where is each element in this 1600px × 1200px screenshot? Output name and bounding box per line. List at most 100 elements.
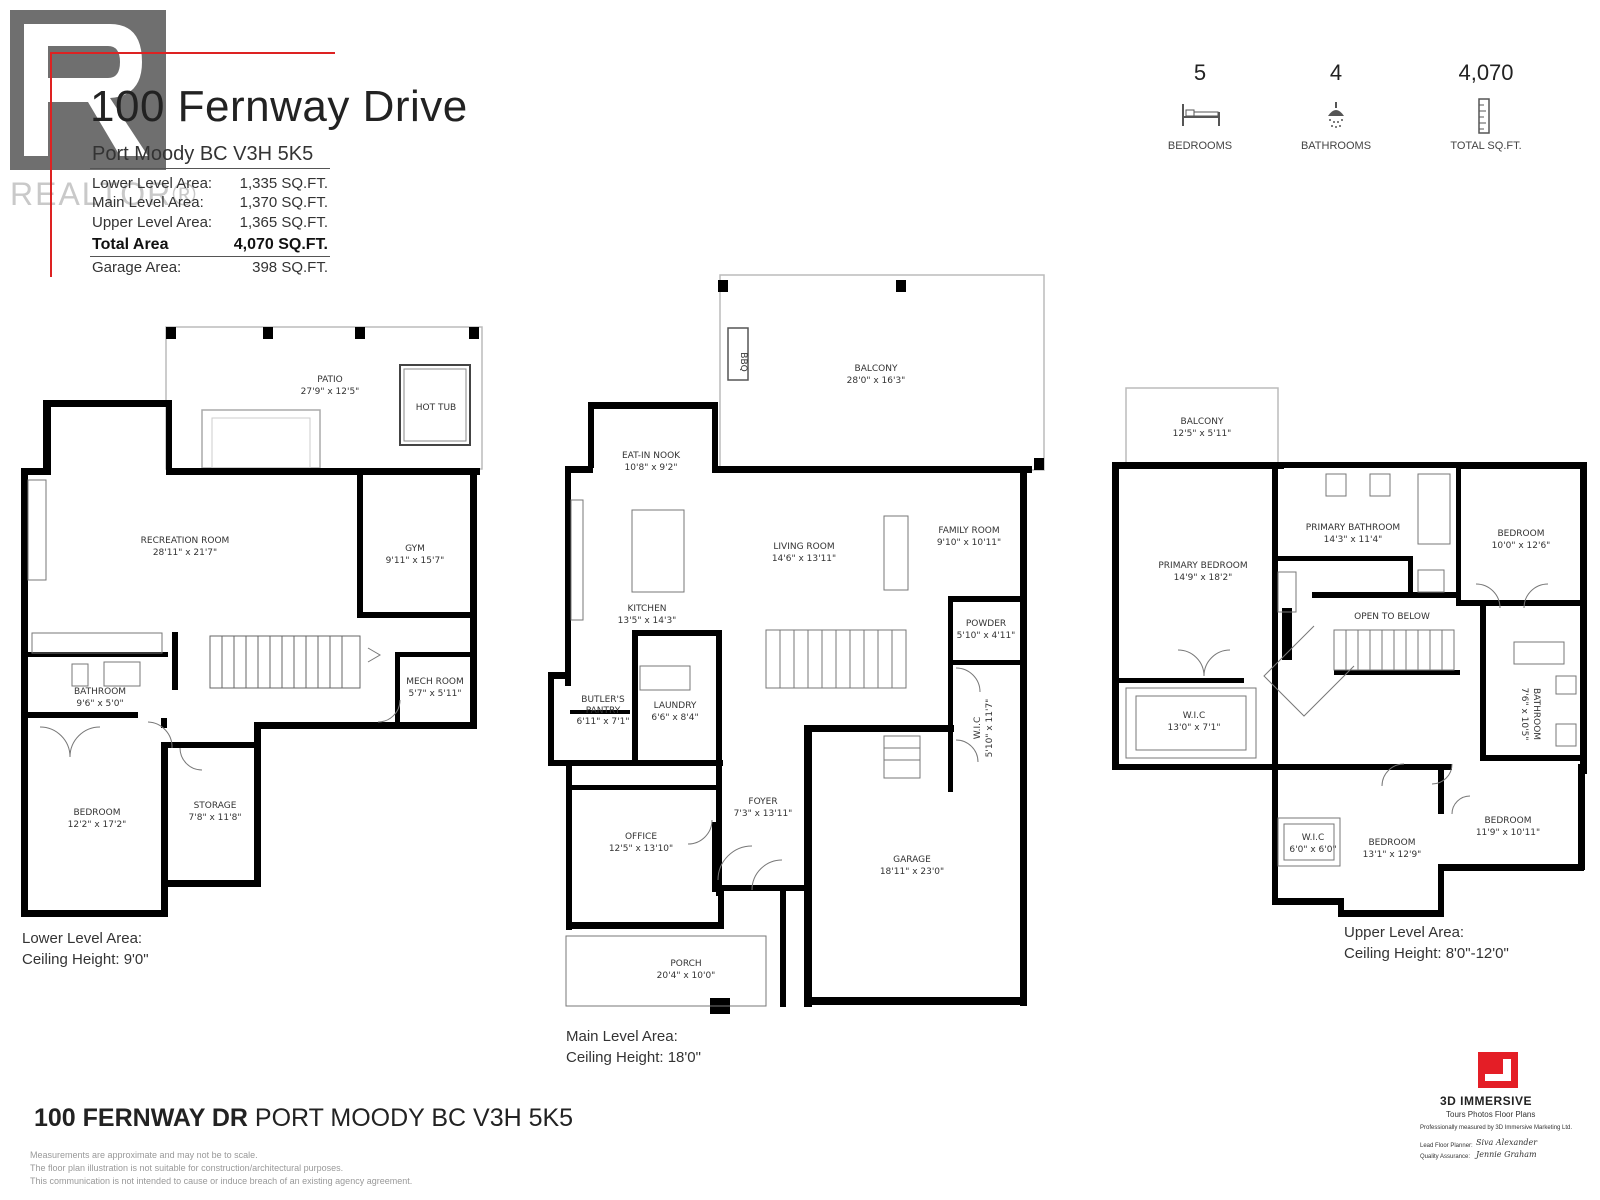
- laundry-dims: 6'6" x 8'4": [651, 713, 698, 723]
- area-value: 1,335 SQ.FT.: [239, 175, 328, 192]
- family-room-dims: 9'10" x 10'11": [937, 538, 1001, 548]
- lower-bathroom-label: BATHROOM: [74, 687, 126, 697]
- powder-label: POWDER: [966, 619, 1006, 629]
- subtitle-divider: [90, 168, 330, 169]
- page-title: 100 Fernway Drive: [90, 82, 468, 131]
- open-to-below-label: OPEN TO BELOW: [1354, 612, 1430, 622]
- powder-dims: 5'10" x 4'11": [957, 631, 1016, 641]
- kitchen-label: KITCHEN: [628, 604, 667, 614]
- area-value: 4,070 SQ.FT.: [233, 236, 328, 253]
- living-room-label: LIVING ROOM: [773, 542, 834, 552]
- primary-bedroom-label: PRIMARY BEDROOM: [1158, 561, 1247, 571]
- bedrooms-count: 5: [1193, 60, 1207, 85]
- butlers-pantry-label-2: PANTRY: [586, 706, 621, 716]
- brand-tagline: Tours Photos Floor Plans: [1446, 1110, 1536, 1119]
- upper-bedroom-2-label: BEDROOM: [1485, 816, 1532, 826]
- area-label: Main Level Area:: [92, 194, 204, 211]
- main-level-plan: BALCONY 28'0" x 16'3" BBQ EAT-IN NOOK 10…: [548, 274, 1045, 1014]
- lower-level-plan: PATIO 27'9" x 12'5" HOT TUB RECREATION R…: [21, 326, 483, 917]
- disclaimer-line: The floor plan illustration is not suita…: [30, 1163, 344, 1173]
- upper-bedroom-1-label: BEDROOM: [1498, 529, 1545, 539]
- footer-address: 100 FERNWAY DR PORT MOODY BC V3H 5K5: [34, 1104, 573, 1133]
- upper-balcony-label: BALCONY: [1181, 417, 1224, 427]
- upper-balcony-dims: 12'5" x 5'11": [1173, 429, 1232, 439]
- upper-level-plan: BALCONY 12'5" x 5'11" PRIMARY BATHROOM 1…: [1112, 387, 1587, 917]
- lower-level-note: Lower Level Area: Ceiling Height: 9'0": [22, 928, 149, 970]
- upper-wic-1-label: W.I.C: [1183, 711, 1206, 721]
- upper-bedroom-1-dims: 10'0" x 12'6": [1492, 541, 1551, 551]
- living-room-dims: 14'6" x 13'11": [772, 554, 836, 564]
- bathrooms-count: 4: [1329, 60, 1343, 85]
- accent-line-vertical: [50, 52, 52, 277]
- accent-line-horizontal: [50, 52, 335, 54]
- qa-label: Quality Assurance:: [1420, 1154, 1471, 1160]
- ruler-icon: [1478, 98, 1490, 134]
- patio-outline: [165, 326, 483, 470]
- brand-name: 3D IMMERSIVE: [1440, 1094, 1533, 1108]
- total-divider: [90, 256, 330, 257]
- main-wic-dims: 5'10" x 11'7": [985, 699, 995, 758]
- hot-tub: [399, 364, 471, 446]
- bathrooms-label: BATHROOMS: [1300, 140, 1372, 152]
- garage-dims: 18'11" x 23'0": [880, 867, 944, 877]
- laundry-label: LAUNDRY: [654, 701, 697, 711]
- lower-bedroom-dims: 12'2" x 17'2": [68, 820, 127, 830]
- lower-bedroom-label: BEDROOM: [74, 808, 121, 818]
- bed-icon: [1182, 104, 1220, 126]
- page-subtitle: Port Moody BC V3H 5K5: [92, 143, 314, 165]
- area-label: Total Area: [92, 236, 169, 253]
- upper-bedroom-3-dims: 13'1" x 12'9": [1363, 850, 1422, 860]
- storage-label: STORAGE: [194, 801, 237, 811]
- recreation-room-label: RECREATION ROOM: [141, 536, 230, 546]
- upper-wic-1-dims: 13'0" x 7'1": [1168, 723, 1221, 733]
- area-label: Upper Level Area:: [92, 214, 213, 231]
- area-value: 398 SQ.FT.: [252, 259, 328, 276]
- foyer-label: FOYER: [748, 797, 777, 807]
- area-row-upper: Upper Level Area: 1,365 SQ.FT.: [92, 214, 328, 231]
- disclaimer-line: This communication is not intended to ca…: [30, 1176, 413, 1186]
- area-value: 1,365 SQ.FT.: [239, 214, 328, 231]
- butlers-pantry-dims: 6'11" x 7'1": [577, 717, 630, 727]
- lead-planner-label: Lead Floor Planner:: [1420, 1143, 1473, 1149]
- area-row-garage: Garage Area: 398 SQ.FT.: [92, 259, 328, 276]
- butlers-pantry-label-1: BUTLER'S: [581, 695, 625, 705]
- gym-dims: 9'11" x 15'7": [386, 556, 445, 566]
- main-balcony-dims: 28'0" x 16'3": [847, 376, 906, 386]
- upper-bathroom-dims: 7'6" x 10'5": [1519, 688, 1529, 741]
- eat-in-nook-label: EAT-IN NOOK: [622, 451, 681, 461]
- total-sqft-label: TOTAL SQ.FT.: [1450, 140, 1522, 152]
- upper-wic-2-dims: 6'0" x 6'0": [1289, 845, 1336, 855]
- total-sqft-count: 4,070: [1458, 60, 1514, 85]
- porch-dims: 20'4" x 10'0": [657, 971, 716, 981]
- eat-in-nook-dims: 10'8" x 9'2": [625, 463, 678, 473]
- office-label: OFFICE: [625, 832, 657, 842]
- level-note-title: Main Level Area:: [566, 1028, 678, 1045]
- kitchen-dims: 13'5" x 14'3": [618, 616, 677, 626]
- footer-address-city: PORT MOODY BC V3H 5K5: [247, 1104, 574, 1132]
- realtor-logo-icon: [10, 10, 166, 170]
- primary-bathroom-label: PRIMARY BATHROOM: [1306, 523, 1400, 533]
- upper-bedroom-2-dims: 11'9" x 10'11": [1476, 828, 1540, 838]
- lower-bathroom-dims: 9'6" x 5'0": [76, 699, 123, 709]
- upper-balcony-outline: [1125, 387, 1279, 469]
- area-row-total: Total Area 4,070 SQ.FT.: [92, 236, 328, 254]
- shower-icon: [1328, 102, 1344, 128]
- upper-wic-2-label: W.I.C: [1302, 833, 1325, 843]
- foyer-dims: 7'3" x 13'11": [734, 809, 793, 819]
- lead-planner-signature: Siva Alexander: [1476, 1138, 1538, 1147]
- area-label: Garage Area:: [92, 259, 182, 276]
- disclaimer-line: Measurements are approximate and may not…: [30, 1150, 258, 1160]
- garage-label: GARAGE: [893, 855, 931, 865]
- bbq-unit: [727, 327, 749, 381]
- main-wic-label: W.I.C: [973, 717, 983, 740]
- upper-level-note: Upper Level Area: Ceiling Height: 8'0"-1…: [1344, 922, 1509, 964]
- main-level-note: Main Level Area: Ceiling Height: 18'0": [566, 1026, 701, 1068]
- level-note-title: Upper Level Area:: [1344, 924, 1465, 941]
- 3d-immersive-logo-icon: [1478, 1052, 1518, 1088]
- area-value: 1,370 SQ.FT.: [239, 194, 328, 211]
- level-note-ceiling: Ceiling Height: 18'0": [566, 1049, 701, 1066]
- family-room-label: FAMILY ROOM: [938, 526, 999, 536]
- level-note-ceiling: Ceiling Height: 8'0"-12'0": [1344, 945, 1509, 962]
- mech-room-label: MECH ROOM: [406, 677, 464, 687]
- main-balcony-label: BALCONY: [855, 364, 898, 374]
